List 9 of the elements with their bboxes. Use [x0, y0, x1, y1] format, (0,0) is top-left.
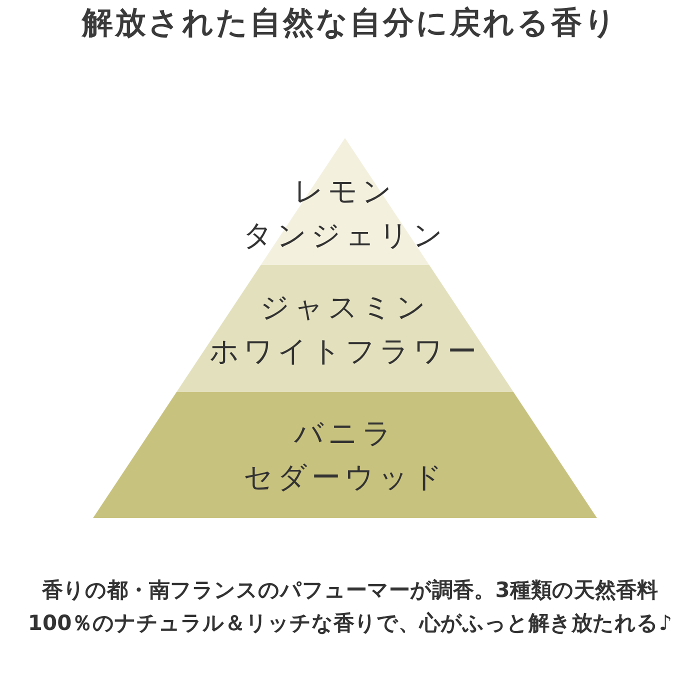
title: 解放された自然な自分に戻れる香り	[80, 4, 619, 43]
tier-label: ホワイトフラワー	[210, 332, 480, 370]
tier-label: バニラ	[294, 415, 396, 452]
pyramid-tier	[93, 392, 597, 518]
tier-label: タンジェリン	[243, 216, 447, 254]
tier-label: ジャスミン	[260, 288, 430, 326]
tier-label: セダーウッド	[244, 459, 446, 496]
tier-label: レモン	[294, 172, 396, 210]
caption: 香りの都・南フランスのパフューマーが調香。3種類の天然香料100％のナチュラル＆リッチな香りで、心がふっと解き放たれる♪	[26, 577, 674, 637]
